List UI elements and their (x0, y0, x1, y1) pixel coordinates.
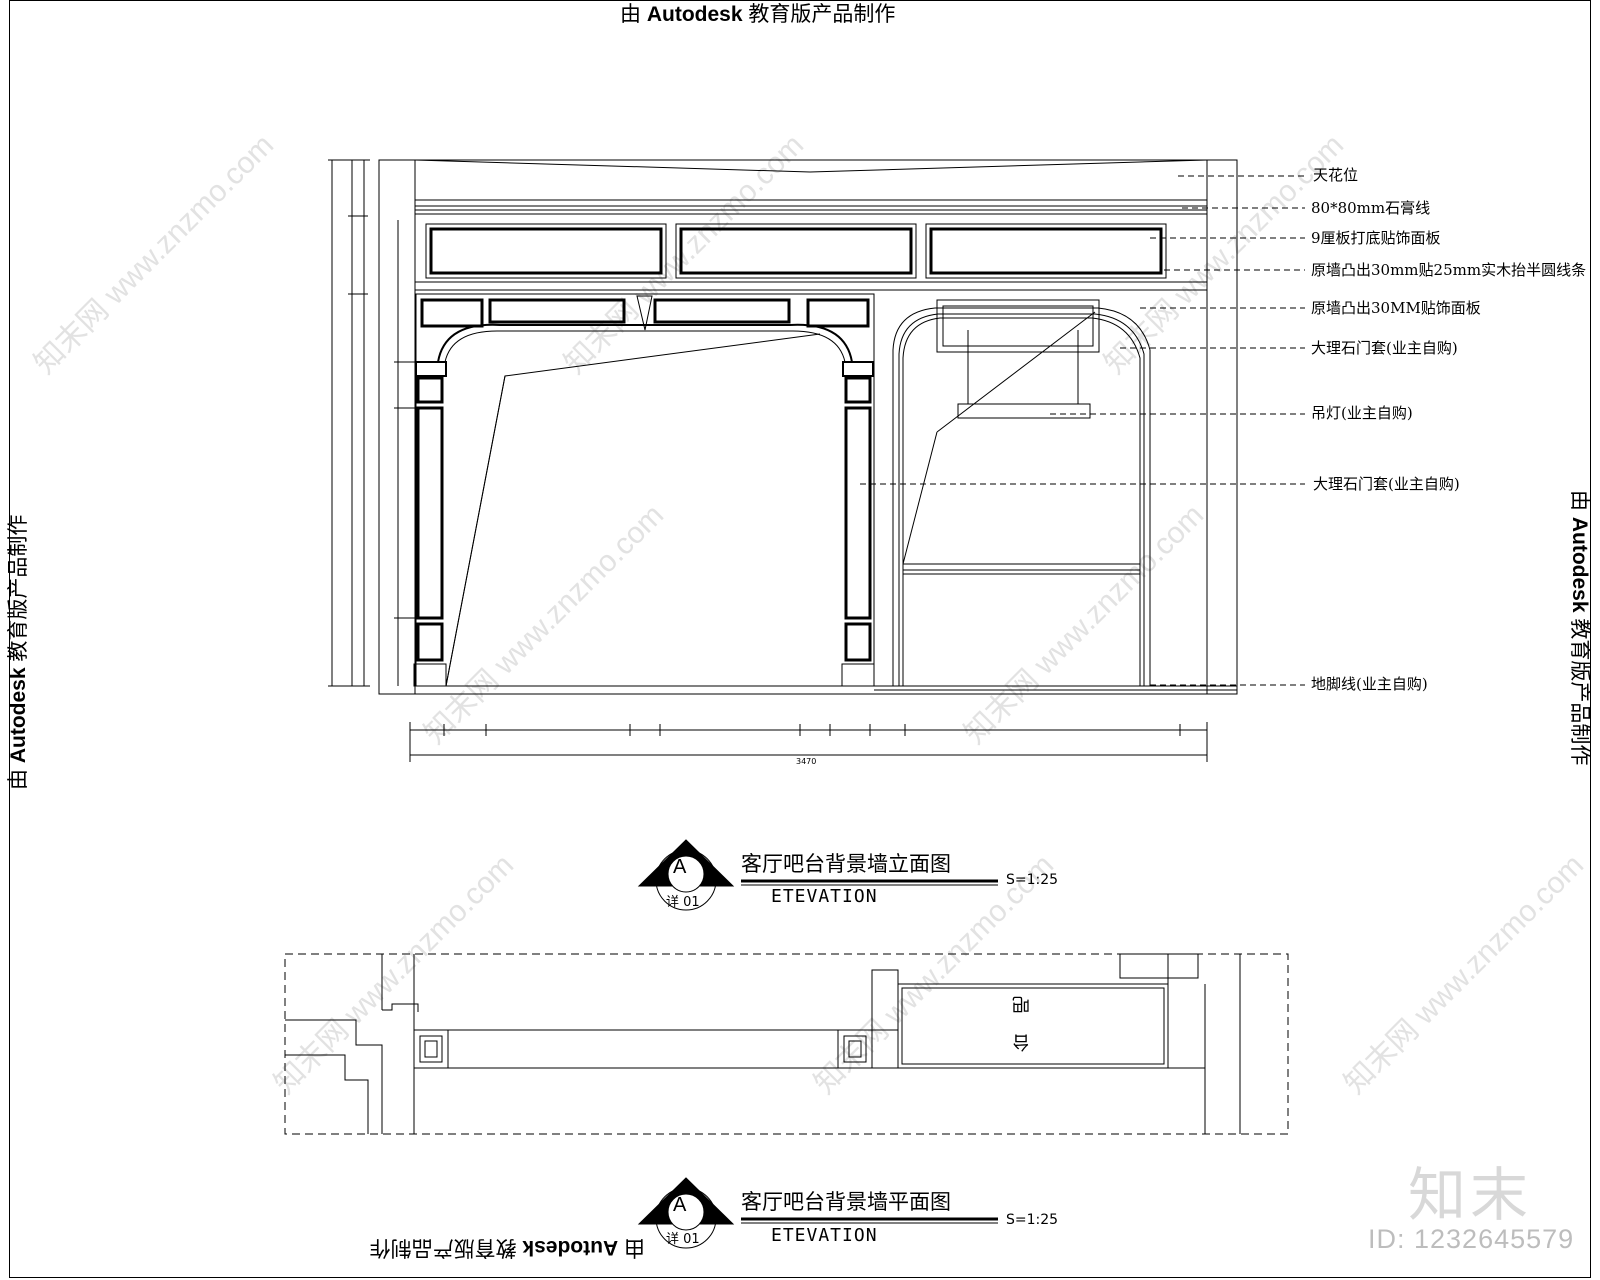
left-arch-doorway (413, 293, 875, 687)
drawing-frame (9, 0, 1591, 1278)
total-dimension: 3470 (796, 757, 817, 766)
autodesk-stamp-top: 由 Autodesk 教育版产品制作 (620, 3, 896, 26)
callout-pendant-lamp: 吊灯(业主自购) (1311, 404, 1413, 422)
plan-scale: S=1:25 (1006, 1212, 1059, 1228)
watermark-logo: 知末 (1408, 1161, 1533, 1229)
elevation-title: 客厅吧台背景墙立面图 (741, 852, 951, 876)
plan-symbol-sub: 详 01 (666, 1232, 700, 1247)
plan-title-block (637, 1177, 998, 1249)
elevation-title-block (637, 839, 998, 911)
callout-skirting: 地脚线(业主自购) (1311, 675, 1428, 693)
upper-panels (425, 223, 1167, 279)
plan-view (284, 953, 1289, 1135)
elevation-symbol-sub: 详 01 (666, 895, 700, 910)
callout-marble-door-frame: 大理石门套(业主自购) (1311, 339, 1458, 357)
callout-leaders (860, 175, 1305, 686)
callout-veneer-panel: 9厘板打底贴饰面板 (1311, 229, 1441, 247)
plan-subtitle: ETEVATION (771, 1225, 878, 1246)
left-dimensions (328, 159, 420, 687)
callout-ceiling: 天花位 (1313, 166, 1359, 184)
plan-room-label-1: 吧 (1012, 993, 1030, 1014)
elevation-subtitle: ETEVATION (771, 886, 878, 907)
elevation-scale: S=1:25 (1006, 872, 1059, 888)
right-doorway (874, 299, 1237, 691)
callout-wood-trim: 原墙凸出30mm贴25mm实木抬半圆线条 (1311, 261, 1587, 279)
plan-symbol-letter: A (673, 1194, 687, 1216)
callout-wall-panel: 原墙凸出30MM贴饰面板 (1311, 299, 1481, 317)
elevation-symbol-letter: A (673, 856, 687, 878)
callout-plaster-line: 80*80mm石膏线 (1311, 199, 1431, 217)
bottom-dimensions (409, 722, 1208, 762)
watermark-id: ID: 1232645579 (1368, 1224, 1575, 1254)
elevation-outline (378, 159, 1238, 695)
plan-title: 客厅吧台背景墙平面图 (741, 1190, 951, 1214)
plan-room-label-2: 台 (1012, 1031, 1030, 1052)
callout-marble-door-frame-2: 大理石门套(业主自购) (1313, 475, 1460, 493)
